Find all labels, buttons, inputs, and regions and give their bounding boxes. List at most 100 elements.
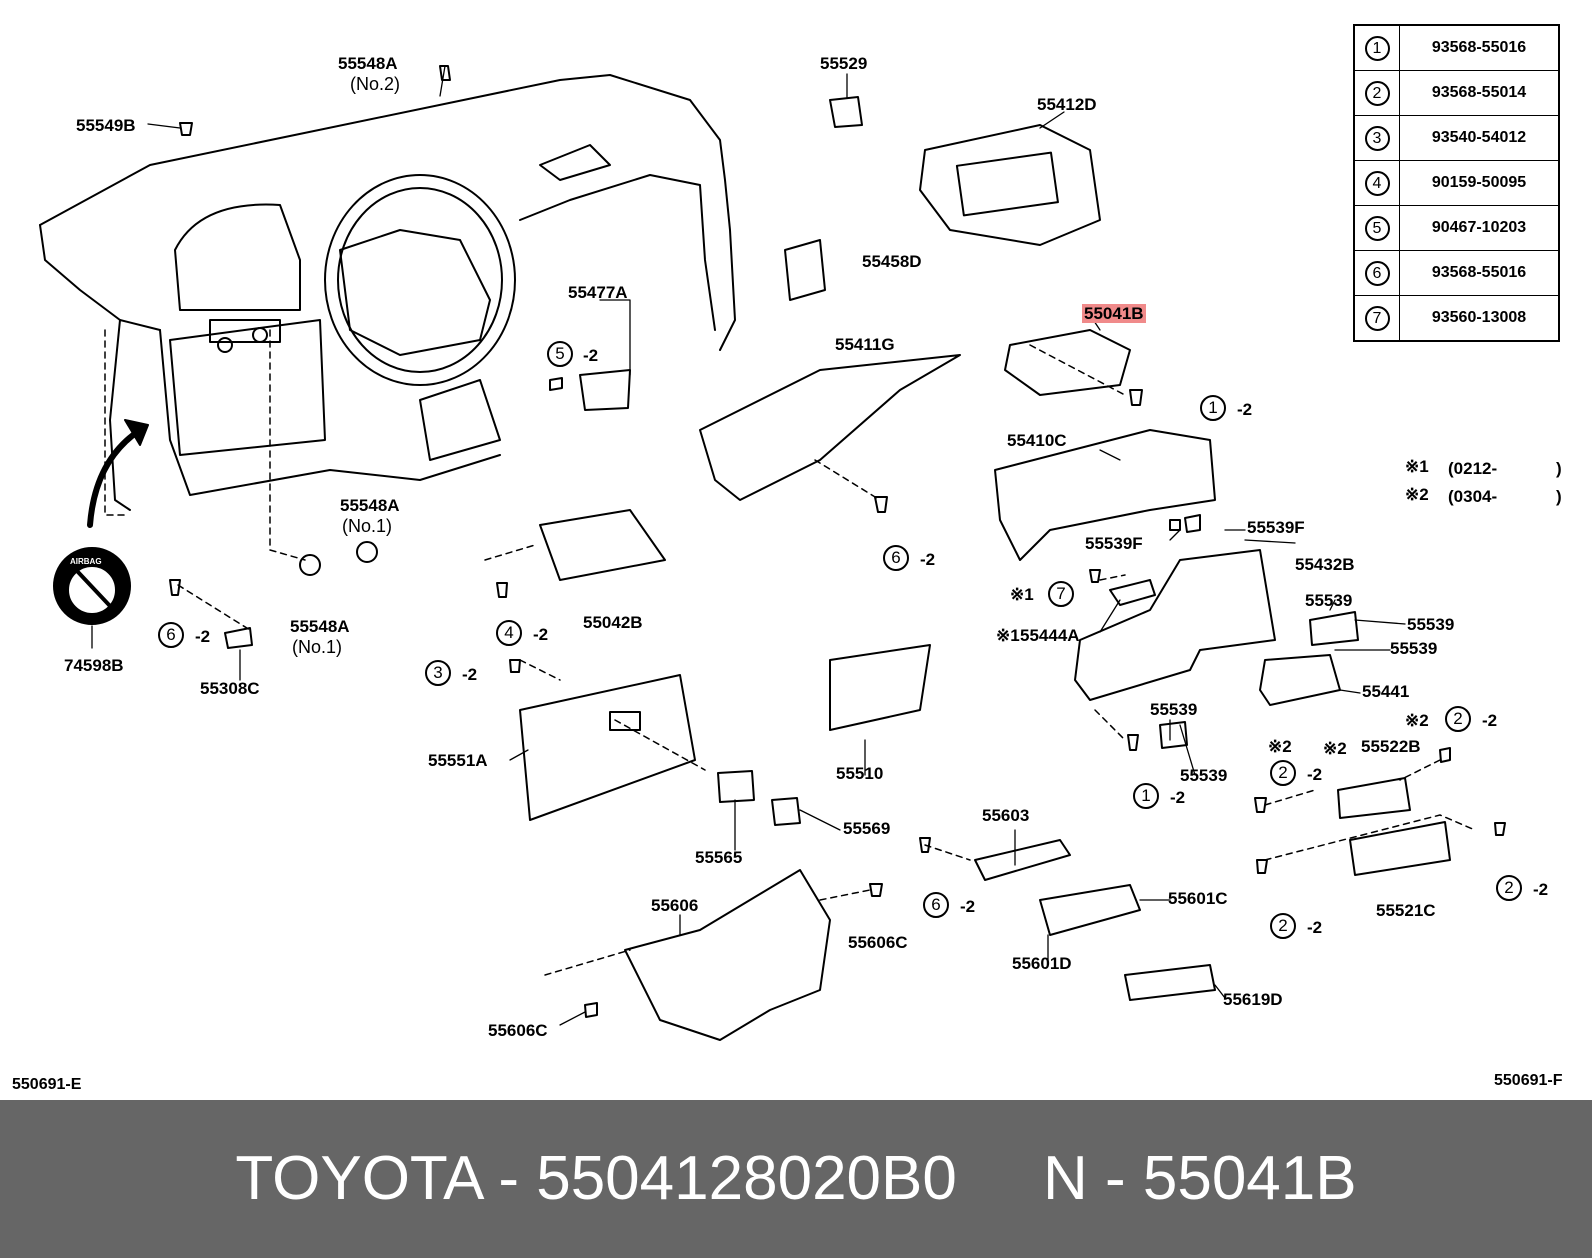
- label-55548a-no1-a: 55548A: [340, 496, 400, 515]
- callout-1-upper: 1: [1200, 395, 1226, 421]
- label-55412d: 55412D: [1037, 95, 1097, 114]
- note-2-text: (0304-: [1448, 487, 1498, 506]
- diagram-drawing: [39, 65, 1506, 1041]
- label-55601d: 55601D: [1012, 954, 1072, 973]
- label-74598b: 74598B: [64, 656, 124, 675]
- part-number-footer: TOYOTA - 5504128020B0 N - 55041B: [0, 1100, 1592, 1258]
- label-55042b: 55042B: [583, 613, 643, 632]
- label-55539f-left: 55539F: [1085, 534, 1143, 553]
- label-55548a-no1-a-sub: (No.1): [342, 516, 393, 536]
- instrument-panel: [39, 74, 736, 511]
- label-55522b: 55522B: [1361, 737, 1421, 756]
- callout-6-lower-qty: -2: [960, 897, 976, 916]
- callout-2-bottom-left-qty: -2: [1307, 918, 1323, 937]
- airbag-text: AIRBAG: [70, 557, 102, 566]
- parts-table-num: 5: [1364, 215, 1390, 241]
- label-55606: 55606: [651, 896, 699, 915]
- parts-table-row: 3 93540-54012: [1353, 115, 1560, 161]
- note-1-mark: ※1: [1405, 457, 1429, 476]
- label-55529: 55529: [820, 54, 868, 73]
- parts-table-num-cell: 6: [1353, 250, 1400, 296]
- callout-6-left-qty: -2: [195, 627, 211, 646]
- parts-table-part-number: 93540-54012: [1399, 115, 1560, 161]
- callout-2-left: 2: [1270, 760, 1296, 786]
- parts-table-num: 7: [1364, 305, 1390, 331]
- callout-1-lower-qty: -2: [1170, 788, 1186, 807]
- parts-table-num-cell: 5: [1353, 205, 1400, 251]
- parts-table-num: 6: [1364, 260, 1390, 286]
- leader-lines: [91, 65, 1406, 1026]
- callout-2-right: 2: [1445, 706, 1471, 732]
- label-55539-mid: 55539: [1150, 700, 1198, 719]
- callout-7: 7: [1048, 581, 1074, 607]
- callout-7-mark: ※1: [1010, 585, 1034, 604]
- callout-6-upper-qty: -2: [920, 550, 936, 569]
- callout-2-bottom-left: 2: [1270, 913, 1296, 939]
- parts-table-num-cell: 1: [1353, 24, 1400, 71]
- parts-table-part-number: 90159-50095: [1399, 160, 1560, 206]
- ref-code-left: 550691-E: [12, 1076, 82, 1093]
- label-55539-top: 55539: [1305, 591, 1353, 610]
- small-parts: [169, 65, 1506, 1018]
- callout-2-left-mark: ※2: [1268, 737, 1292, 756]
- callout-2-right-mark: ※2: [1405, 711, 1429, 730]
- label-55539-right: 55539: [1407, 615, 1455, 634]
- note-1-text: (0212-: [1448, 459, 1498, 478]
- callout-55522b-mark: ※2: [1323, 739, 1347, 758]
- parts-table-num-cell: 2: [1353, 70, 1400, 116]
- callout-4-qty: -2: [533, 625, 549, 644]
- callout-3-qty: -2: [462, 665, 478, 684]
- label-55619d: 55619D: [1223, 990, 1283, 1009]
- note-2-close: ): [1556, 487, 1562, 506]
- parts-table-row: 2 93568-55014: [1353, 70, 1560, 116]
- parts-table-num-cell: 3: [1353, 115, 1400, 161]
- label-55441: 55441: [1362, 682, 1410, 701]
- callout-3: 3: [425, 660, 451, 686]
- parts-table-num: 4: [1364, 170, 1390, 196]
- label-55606c-left: 55606C: [488, 1021, 548, 1040]
- parts-table-num: 2: [1364, 80, 1390, 106]
- parts-table-row: 6 93568-55016: [1353, 250, 1560, 296]
- label-55551a: 55551A: [428, 751, 488, 770]
- parts-table-row: 5 90467-10203: [1353, 205, 1560, 251]
- arrow-head: [124, 419, 149, 446]
- label-55410c: 55410C: [1007, 431, 1067, 450]
- parts-table-part-number: 90467-10203: [1399, 205, 1560, 251]
- callout-1-lower: 1: [1133, 783, 1159, 809]
- parts-table-part-number: 93568-55016: [1399, 250, 1560, 296]
- label-55548a-no1-b: 55548A: [290, 617, 350, 636]
- label-55477a: 55477A: [568, 283, 628, 302]
- callout-2-left-qty: -2: [1307, 765, 1323, 784]
- note-2-mark: ※2: [1405, 485, 1429, 504]
- label-55548a-no2: 55548A: [338, 54, 398, 73]
- label-55308c: 55308C: [200, 679, 260, 698]
- label-55539f-right: 55539F: [1247, 518, 1305, 537]
- label-55411g: 55411G: [835, 335, 895, 354]
- callout-6-lower: 6: [923, 892, 949, 918]
- label-55432b: 55432B: [1295, 555, 1355, 574]
- ref-code-right: 550691-F: [1494, 1072, 1563, 1089]
- callout-2-right-qty: -2: [1482, 711, 1498, 730]
- parts-table-num-cell: 4: [1353, 160, 1400, 206]
- parts-table-num: 3: [1364, 125, 1390, 151]
- label-55565: 55565: [695, 848, 743, 867]
- label-55539-bottom: 55539: [1180, 766, 1228, 785]
- callout-4: 4: [496, 620, 522, 646]
- parts-table-part-number: 93568-55014: [1399, 70, 1560, 116]
- callout-55444a-mark: ※1: [996, 626, 1020, 645]
- callout-5-qty: -2: [583, 346, 599, 365]
- airbag-icon: [53, 547, 131, 625]
- callout-5: 5: [547, 341, 573, 367]
- parts-table-row: 4 90159-50095: [1353, 160, 1560, 206]
- label-55539-right-lower: 55539: [1390, 639, 1438, 658]
- callout-6-left: 6: [158, 622, 184, 648]
- label-55458d: 55458D: [862, 252, 922, 271]
- note-1-close: ): [1556, 459, 1562, 478]
- callout-6-upper: 6: [883, 545, 909, 571]
- callout-1-upper-qty: -2: [1237, 400, 1253, 419]
- label-55606c-right: 55606C: [848, 933, 908, 952]
- label-55510: 55510: [836, 764, 884, 783]
